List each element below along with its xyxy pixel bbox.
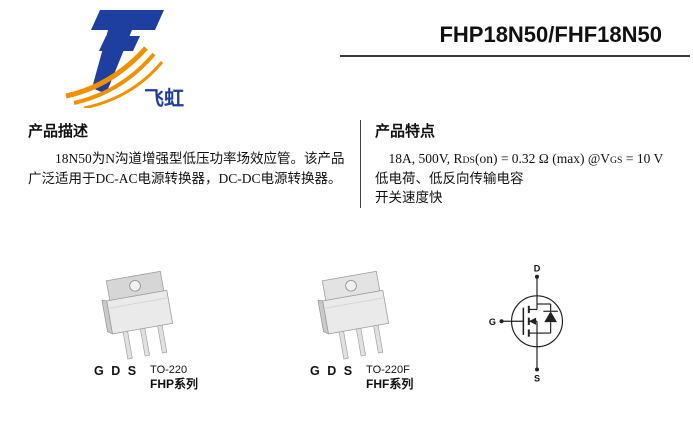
spec-part: = 10 V [622,151,664,166]
logo-f-stem [92,30,132,94]
description-text: 18N50为N沟道增强型低压功率场效应管。该产品广泛适用于DC-AC电源转换器，… [28,151,345,186]
package-name-block: TO-220F FHF系列 [366,363,413,393]
header: FHP18N50/FHF18N50 [340,22,690,57]
description-column: 产品描述 18N50为N沟道增强型低压功率场效应管。该产品广泛适用于DC-AC电… [28,120,360,208]
features-column: 产品特点 18A, 500V, RDS(on) = 0.32 Ω (max) @… [361,120,685,208]
features-heading: 产品特点 [375,123,436,140]
package-name: TO-220 [150,364,188,376]
logo-mark-icon: 飞虹 [65,10,184,110]
logo-text: 飞虹 [144,87,184,108]
package-drawing-to220f-icon [317,270,390,360]
pin-labels: G D S [310,364,355,378]
mosfet-symbol-icon: D S G [489,263,564,383]
logo-swoosh-icon [73,52,156,105]
company-logo: 飞虹 [52,8,202,110]
title-divider [340,55,690,57]
package-name: TO-220F [366,364,410,376]
logo-swoosh-icon [65,46,148,99]
package-figure-to220: G D S TO-220 FHP系列 [82,268,262,393]
column-divider [360,120,361,208]
logo-swoosh-icon [83,61,164,110]
package-caption: G D S TO-220 FHP系列 [82,363,262,393]
gate-label: G [489,317,496,327]
spec-subscript: DS [462,155,475,166]
feature-line: 低电荷、低反向传输电容 [375,170,524,186]
mosfet-symbol: D S G [487,263,587,389]
spec-line: 18A, 500V, RDS(on) = 0.32 Ω (max) @VGS =… [375,149,685,169]
logo-f-top-bar [91,10,164,30]
package-drawing-to220-icon [101,270,174,360]
spec-subscript: GS [610,155,623,166]
page-title: FHP18N50/FHF18N50 [439,22,662,47]
info-section: 产品描述 18N50为N沟道增强型低压功率场效应管。该产品广泛适用于DC-AC电… [28,120,685,208]
package-caption: G D S TO-220F FHF系列 [298,363,478,393]
package-name-block: TO-220 FHP系列 [150,363,198,393]
package-figure-to220f: G D S TO-220F FHF系列 [298,268,478,393]
package-series: FHF系列 [366,377,414,392]
drain-label: D [534,264,541,273]
spec-part: 18A, 500V, R [388,151,463,166]
package-series: FHP系列 [150,377,199,392]
pin-labels: G D S [94,364,139,378]
source-label: S [534,373,540,383]
spec-part: (on) = 0.32 Ω (max) @V [474,151,611,166]
feature-line: 开关速度快 [375,190,443,206]
description-heading: 产品描述 [28,123,89,140]
